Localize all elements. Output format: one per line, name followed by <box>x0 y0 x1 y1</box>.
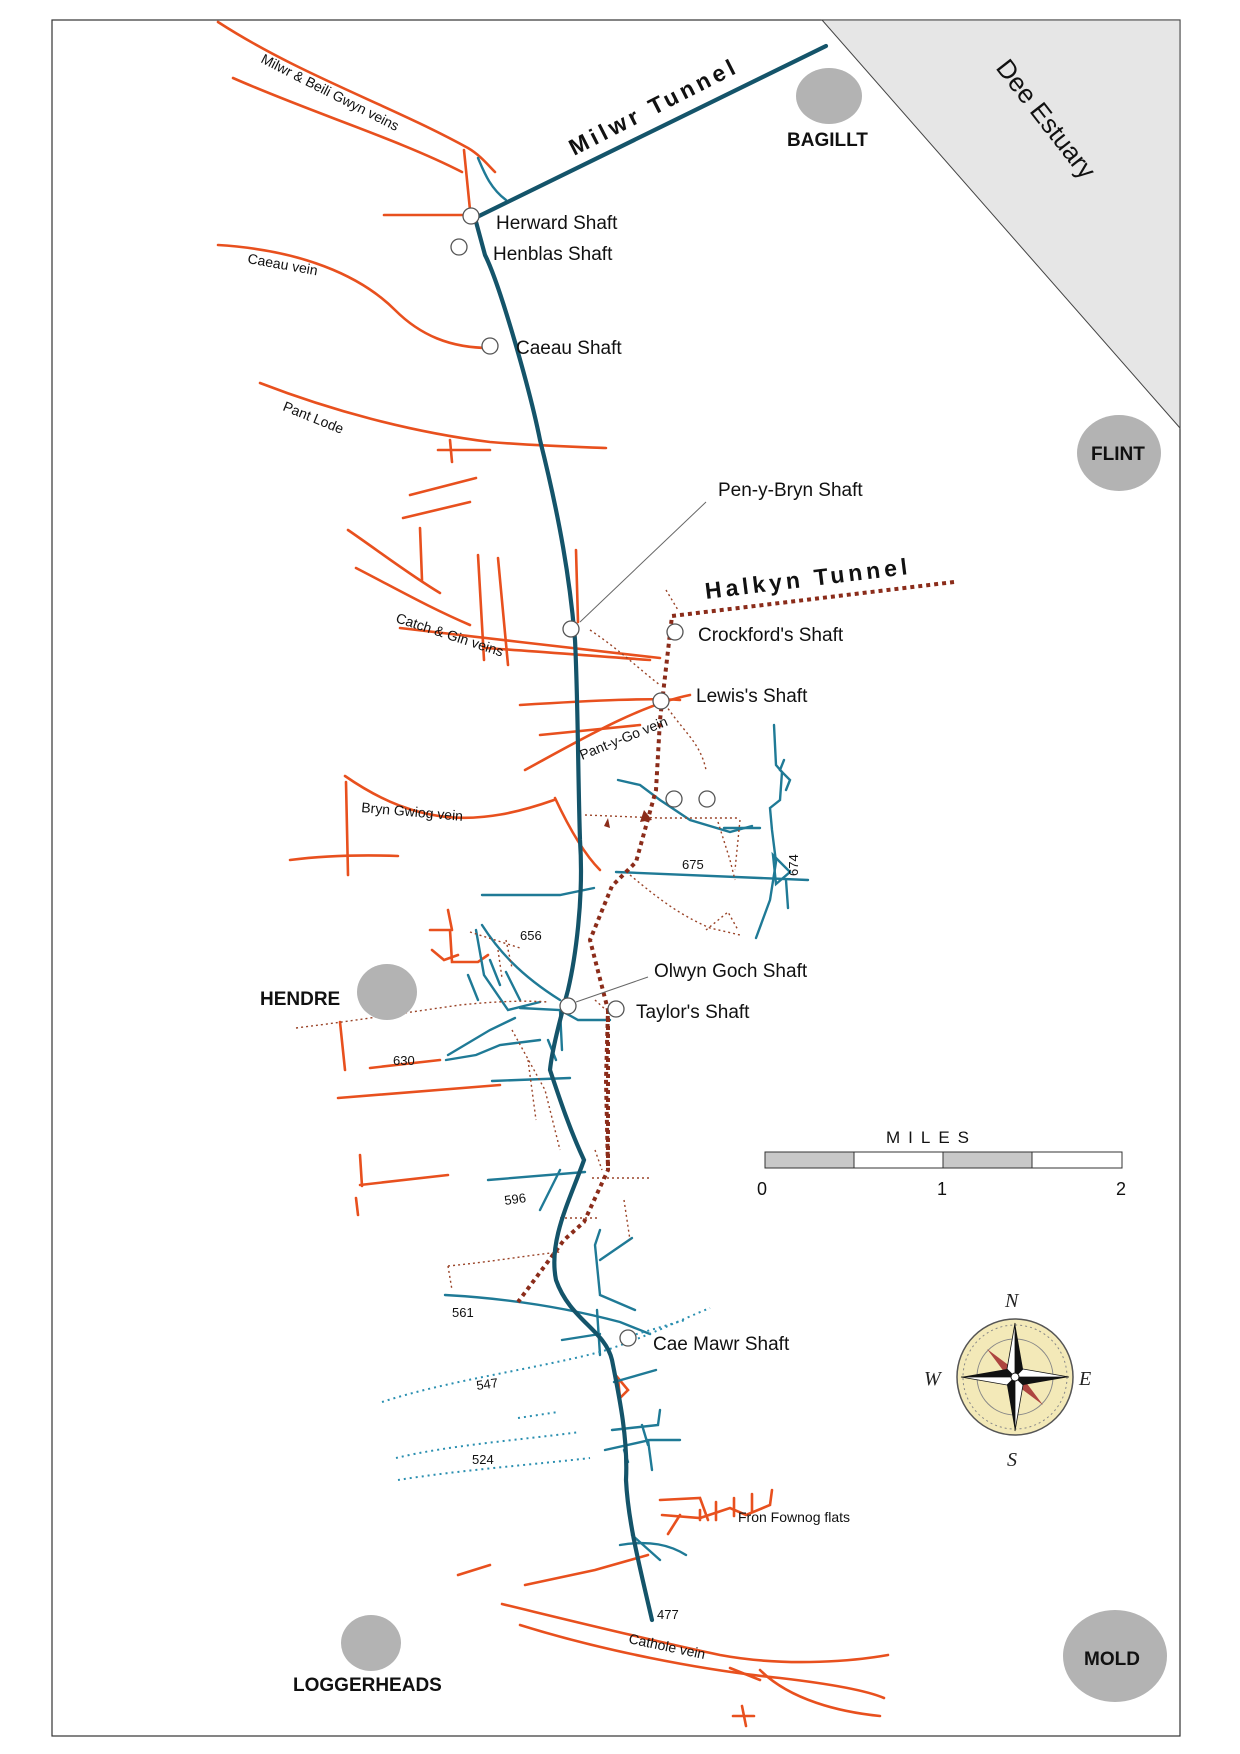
map-frame <box>51 19 1181 1737</box>
scale-tick-1: 1 <box>937 1179 947 1199</box>
vein-caeau <box>216 243 492 350</box>
halkyn-tunnel-line <box>516 580 955 1304</box>
scale-tick-2: 2 <box>1116 1179 1126 1199</box>
taylor-shaft-marker <box>607 1000 625 1018</box>
town-mold: MOLD <box>1084 1649 1140 1670</box>
penybryn-shaft-marker <box>562 620 580 638</box>
label-lewis-shaft: Lewis's Shaft <box>696 686 808 707</box>
label-henblas-shaft: Henblas Shaft <box>493 244 613 265</box>
crockford-shaft-marker <box>666 623 684 641</box>
town-loggerheads: LOGGERHEADS <box>293 1675 442 1696</box>
scale-tick-0: 0 <box>757 1179 767 1199</box>
herward-shaft-marker <box>462 207 480 225</box>
vein-catch-gin <box>398 626 662 660</box>
level-477: 477 <box>657 1607 679 1622</box>
level-561: 561 <box>452 1305 474 1320</box>
caeau-shaft-marker <box>481 337 499 355</box>
olwyn-leader <box>575 976 649 1003</box>
level-675: 675 <box>682 857 704 872</box>
level-630: 630 <box>393 1053 415 1068</box>
compass-rose: N S E W <box>924 1290 1091 1471</box>
label-caemawr-shaft: Cae Mawr Shaft <box>653 1334 790 1355</box>
veins <box>216 20 890 1728</box>
label-fron-fownog-flats: Fron Fownog flats <box>738 1509 850 1525</box>
lewis-shaft-marker <box>652 692 670 710</box>
olwyn-shaft-marker <box>559 997 577 1015</box>
loggerheads-blob <box>341 1615 401 1671</box>
unnamed-shaft-marker <box>665 790 683 808</box>
level-596: 596 <box>503 1190 527 1208</box>
town-hendre: HENDRE <box>260 989 340 1010</box>
henblas-shaft-marker <box>450 238 468 256</box>
vein-fron-fownog <box>660 1488 774 1520</box>
level-674: 674 <box>786 854 801 876</box>
level-524: 524 <box>472 1452 494 1467</box>
town-flint: FLINT <box>1091 444 1145 465</box>
mold-blob <box>1063 1610 1167 1702</box>
label-taylor-shaft: Taylor's Shaft <box>636 1002 750 1023</box>
flint-blob <box>1077 415 1161 491</box>
vein-pant <box>258 381 608 450</box>
milwr-tunnel-line <box>472 43 829 1623</box>
compass-n: N <box>1004 1290 1020 1312</box>
penybryn-leader <box>579 501 707 623</box>
compass-e: E <box>1078 1368 1091 1390</box>
vein-milwr-beili <box>216 20 497 174</box>
compass-w: W <box>924 1368 943 1390</box>
dee-estuary-area <box>820 19 1181 430</box>
label-olwyn-shaft: Olwyn Goch Shaft <box>654 961 808 982</box>
level-656: 656 <box>520 928 542 943</box>
vein-bryn-gwiog <box>343 774 556 820</box>
scale-label: MILES <box>886 1128 977 1147</box>
town-bagillt: BAGILLT <box>787 130 868 151</box>
caemawr-shaft-marker <box>619 1329 637 1347</box>
scale-bar: MILES 0 1 2 <box>757 1128 1126 1199</box>
compass-s: S <box>1007 1449 1017 1471</box>
label-crockford-shaft: Crockford's Shaft <box>698 625 844 646</box>
levels <box>381 156 810 1562</box>
label-herward-shaft: Herward Shaft <box>496 213 618 234</box>
shafts <box>450 207 716 1347</box>
vein-cathole <box>518 1623 886 1700</box>
hendre-blob <box>357 964 417 1020</box>
label-penybryn-shaft: Pen-y-Bryn Shaft <box>718 480 863 501</box>
unnamed-shaft-marker <box>698 790 716 808</box>
level-547: 547 <box>475 1375 499 1393</box>
label-caeau-shaft: Caeau Shaft <box>516 338 622 359</box>
bagillt-blob <box>796 68 862 124</box>
